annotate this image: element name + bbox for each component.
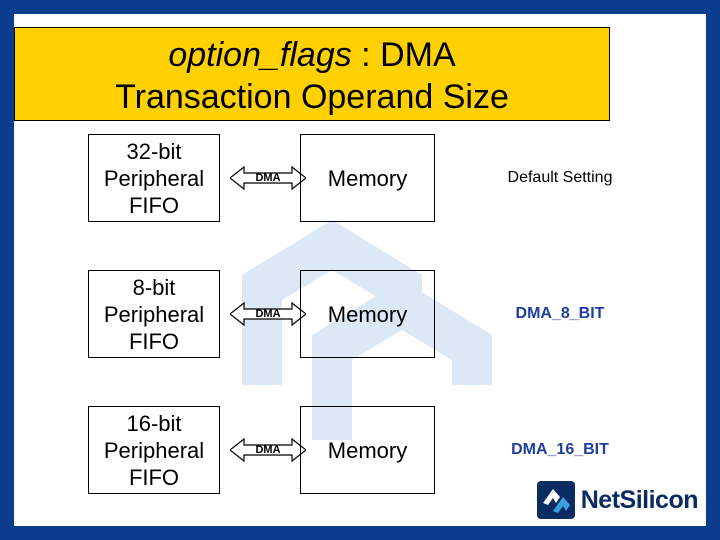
diagram-row: 8-bit Peripheral FIFO DMA Memory DMA_8_B… <box>0 270 720 360</box>
source-line-2: Peripheral <box>103 437 205 463</box>
row-note: Default Setting <box>507 169 613 186</box>
source-line-2: Peripheral <box>103 165 205 191</box>
row-note: DMA_16_BIT <box>511 441 609 458</box>
diagram-row: 32-bit Peripheral FIFO DMA Memory Defaul… <box>0 134 720 224</box>
logo-text-silicon: Silicon <box>619 485 699 514</box>
destination-label: Memory <box>327 165 408 191</box>
frame-right-bar <box>706 0 720 540</box>
page-title: option_flags : DMA Transaction Operand S… <box>14 30 610 122</box>
source-line-2: Peripheral <box>103 301 205 327</box>
frame-left-bar <box>0 0 14 540</box>
source-line-1: 32-bit <box>126 138 182 164</box>
dma-arrow-icon: DMA <box>230 164 306 192</box>
source-line-3: FIFO <box>128 464 180 490</box>
title-option-flags: option_flags <box>168 36 352 74</box>
netsilicon-wordmark: NetSilicon <box>580 485 699 515</box>
destination-label: Memory <box>327 301 408 327</box>
frame-top-bar <box>0 0 720 14</box>
title-banner <box>14 27 610 121</box>
logo-text-net: Net <box>580 485 620 514</box>
source-line-3: FIFO <box>128 328 180 354</box>
row-note: DMA_8_BIT <box>515 305 605 322</box>
source-box: 8-bit Peripheral FIFO <box>88 270 220 358</box>
dma-arrow-icon: DMA <box>230 300 306 328</box>
dma-arrow-label: DMA <box>255 444 281 456</box>
source-box: 16-bit Peripheral FIFO <box>88 406 220 494</box>
title-line-1: option_flags : DMA <box>168 34 455 76</box>
title-line-1-rest: : DMA <box>351 36 456 74</box>
netsilicon-logo: NetSilicon <box>536 480 699 520</box>
source-line-1: 8-bit <box>132 274 176 300</box>
source-line-3: FIFO <box>128 192 180 218</box>
dma-arrow-icon: DMA <box>230 436 306 464</box>
source-box: 32-bit Peripheral FIFO <box>88 134 220 222</box>
destination-label: Memory <box>327 437 408 463</box>
title-line-2: Transaction Operand Size <box>115 78 509 116</box>
dma-arrow-label: DMA <box>255 308 281 320</box>
source-line-1: 16-bit <box>126 410 182 436</box>
destination-box: Memory <box>300 134 435 222</box>
frame-bottom-bar <box>0 526 720 540</box>
dma-arrow-label: DMA <box>255 172 281 184</box>
destination-box: Memory <box>300 270 435 358</box>
diagram-row: 16-bit Peripheral FIFO DMA Memory DMA_16… <box>0 406 720 496</box>
destination-box: Memory <box>300 406 435 494</box>
netsilicon-mark-icon <box>536 481 575 519</box>
